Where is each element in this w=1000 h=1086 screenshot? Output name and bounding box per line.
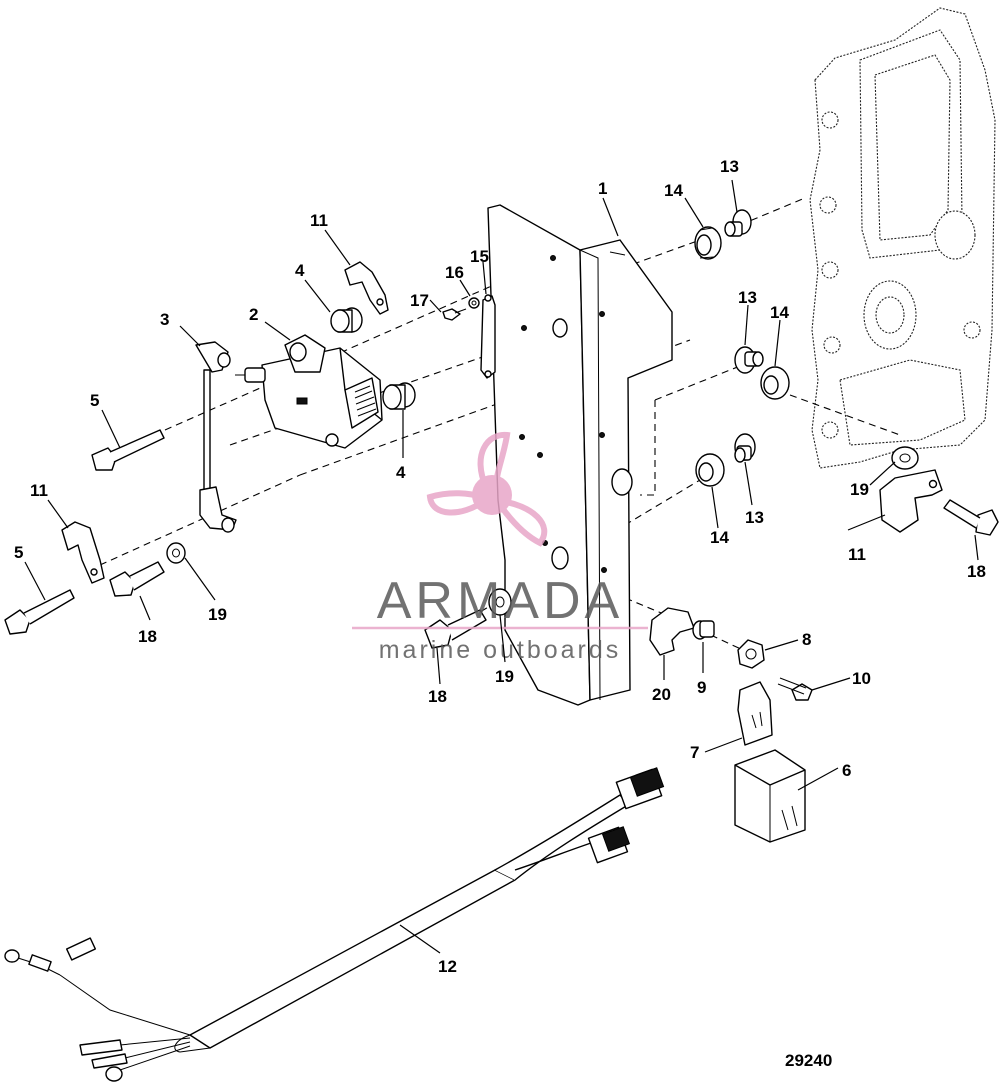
watermark-brand-name: ARMADA — [377, 572, 623, 630]
sleeve-lower — [734, 433, 756, 463]
wiring-harness — [4, 767, 665, 1082]
callout-19-center: 19 — [495, 667, 514, 686]
relay — [734, 749, 806, 843]
callout-4-lower: 4 — [396, 463, 406, 482]
callout-13-middle: 13 — [738, 288, 757, 307]
cable-clamp-20 — [649, 607, 695, 656]
spacer-lower — [382, 382, 416, 410]
nut-8 — [737, 639, 765, 669]
mounting-bracket — [487, 204, 673, 706]
callout-8: 8 — [802, 630, 811, 649]
callout-9: 9 — [697, 678, 706, 697]
callout-11-upper: 11 — [310, 211, 328, 230]
cable-clamp-upper — [344, 261, 389, 315]
callout-labels: 1 2 3 4 4 5 5 6 7 8 9 10 11 11 11 12 13 … — [14, 157, 986, 976]
propeller-logo-icon — [426, 431, 548, 547]
callout-10: 10 — [852, 669, 871, 688]
callout-18-right: 18 — [967, 562, 986, 581]
watermark-tagline: marine outboards — [379, 636, 622, 664]
cable-clamp-right — [879, 469, 943, 533]
callout-13-top: 13 — [720, 157, 739, 176]
screw-10 — [777, 677, 813, 701]
electronic-module — [235, 334, 383, 449]
callout-12: 12 — [438, 957, 457, 976]
callout-5-lower: 5 — [14, 543, 23, 562]
washer-19-right — [891, 446, 919, 470]
sleeve-middle — [734, 346, 764, 374]
leader-lines — [24, 179, 979, 954]
nut-16 — [468, 297, 480, 309]
bolt-18-left — [109, 561, 165, 597]
callout-14-top: 14 — [664, 181, 683, 200]
callout-14-lower: 14 — [710, 528, 729, 547]
pin-9 — [692, 620, 715, 640]
grommet-lower — [695, 453, 725, 487]
callout-6: 6 — [842, 761, 851, 780]
callout-11-left: 11 — [30, 481, 48, 500]
grommet-middle — [760, 366, 790, 400]
callout-20: 20 — [652, 685, 671, 704]
brand-watermark: ARMADA marine outboards — [352, 431, 648, 664]
callout-3: 3 — [160, 310, 169, 329]
figure-number: 29240 — [785, 1051, 832, 1070]
spacer-upper — [330, 307, 363, 333]
callout-15: 15 — [470, 247, 489, 266]
washer-19-center — [488, 588, 512, 616]
callout-17: 17 — [410, 291, 429, 310]
callout-18-center: 18 — [428, 687, 447, 706]
retainer-clip — [480, 294, 496, 379]
callout-7: 7 — [690, 743, 699, 762]
callout-18-left: 18 — [138, 627, 157, 646]
callout-14-middle: 14 — [770, 303, 789, 322]
callout-13-lower: 13 — [745, 508, 764, 527]
callout-1: 1 — [598, 179, 607, 198]
screw-17 — [442, 308, 467, 321]
sleeve-top — [724, 209, 752, 237]
link-rod — [195, 341, 237, 533]
bolt-5-upper — [91, 429, 165, 471]
callout-19-left: 19 — [208, 605, 227, 624]
grommet-top — [694, 226, 722, 260]
bolt-5-lower — [4, 589, 75, 635]
callout-2: 2 — [249, 305, 258, 324]
callout-5-upper: 5 — [90, 391, 99, 410]
washer-19-left — [166, 542, 186, 564]
callout-19-right: 19 — [850, 480, 869, 499]
callout-11-right: 11 — [848, 545, 866, 564]
callout-16: 16 — [445, 263, 464, 282]
engine-module-housing — [809, 7, 996, 469]
callout-4-upper: 4 — [295, 261, 305, 280]
relay-bracket — [737, 681, 773, 746]
bolt-18-right — [943, 499, 999, 536]
cable-clamp-left — [61, 521, 105, 584]
